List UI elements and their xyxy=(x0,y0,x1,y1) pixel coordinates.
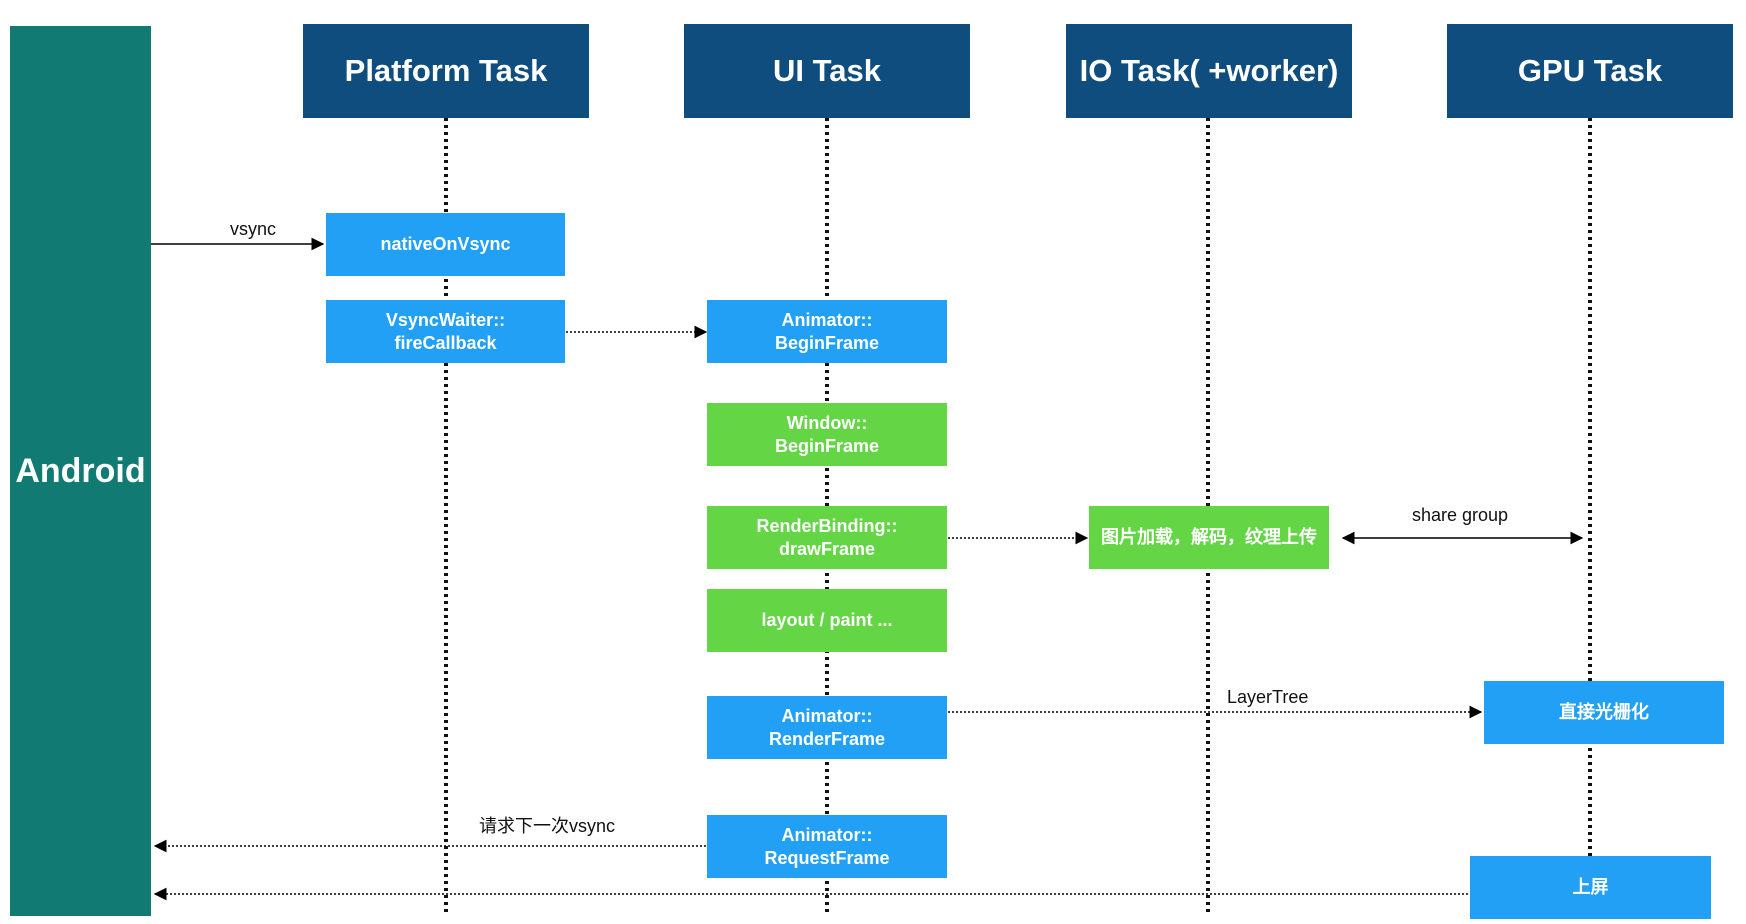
box-line: 直接光栅化 xyxy=(1559,702,1649,722)
box-line: Window:: xyxy=(786,412,868,433)
vsync-label: vsync xyxy=(230,219,277,239)
lane-header-io-task: IO Task( +worker) xyxy=(1066,24,1352,118)
layertree-label: LayerTree xyxy=(1227,687,1309,707)
box-line: RequestFrame xyxy=(764,847,890,868)
box-line: nativeOnVsync xyxy=(380,234,511,254)
lane-header-platform-task: Platform Task xyxy=(303,24,589,118)
native-on-vsync-box: nativeOnVsync xyxy=(326,213,565,276)
box-line: Animator:: xyxy=(781,309,873,330)
box-line: VsyncWaiter:: xyxy=(385,309,506,330)
gpu-present-screen-box: 上屏 xyxy=(1470,856,1711,919)
layout-paint-box: layout / paint ... xyxy=(707,589,947,652)
box-line: drawFrame xyxy=(778,538,876,559)
box-line: RenderFrame xyxy=(768,728,886,749)
box-line: 上屏 xyxy=(1572,877,1609,897)
box-line: 图片加载，解码，纹理上传 xyxy=(1101,527,1317,547)
box-line: fireCallback xyxy=(394,332,497,353)
gpu-raster-box: 直接光栅化 xyxy=(1484,681,1724,744)
box-line: Animator:: xyxy=(781,824,873,845)
vsync-waiter-fire-callback-box: VsyncWaiter:: fireCallback xyxy=(326,300,565,363)
android-bar: Android xyxy=(10,26,151,916)
window-begin-frame-box: Window:: BeginFrame xyxy=(707,403,947,466)
animator-request-frame-box: Animator:: RequestFrame xyxy=(707,815,947,878)
animator-begin-frame-box: Animator:: BeginFrame xyxy=(707,300,947,363)
box-line: Animator:: xyxy=(781,705,873,726)
lane-header-label: Platform Task xyxy=(344,53,548,88)
lane-header-label: UI Task xyxy=(773,53,881,88)
share-group-label: share group xyxy=(1412,505,1509,525)
lane-header-gpu-task: GPU Task xyxy=(1447,24,1733,118)
box-line: BeginFrame xyxy=(774,332,880,353)
animator-render-frame-box: Animator:: RenderFrame xyxy=(707,696,947,759)
io-image-load-decode-upload-box: 图片加载，解码，纹理上传 xyxy=(1089,506,1329,569)
renderbinding-draw-frame-box: RenderBinding:: drawFrame xyxy=(707,506,947,569)
android-label: Android xyxy=(15,451,146,490)
lane-header-label: GPU Task xyxy=(1517,53,1663,88)
lane-header-label: IO Task( +worker) xyxy=(1079,53,1339,88)
box-line: BeginFrame xyxy=(774,435,880,456)
box-line: layout / paint ... xyxy=(761,610,893,630)
request-next-vsync-label: 请求下一次vsync xyxy=(479,816,616,836)
lane-header-ui-task: UI Task xyxy=(684,24,970,118)
box-line: RenderBinding:: xyxy=(756,515,898,536)
